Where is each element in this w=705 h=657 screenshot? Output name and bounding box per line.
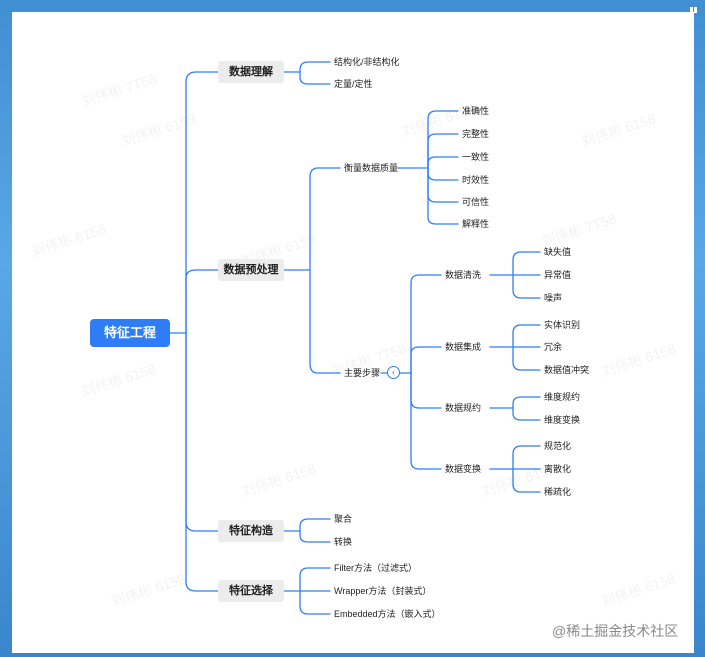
leaf-conflict[interactable]: 数据值冲突	[544, 365, 590, 375]
leaf-accuracy[interactable]: 准确性	[462, 106, 490, 116]
branch-feature-selection[interactable]: 特征选择	[218, 580, 284, 602]
leaf-credibility[interactable]: 可信性	[462, 197, 490, 207]
leaf-dim-reduction[interactable]: 维度规约	[544, 392, 581, 402]
leaf-entity[interactable]: 实体识别	[544, 320, 581, 330]
branch-data-preprocessing[interactable]: 数据预处理	[218, 259, 284, 281]
leaf-discretization[interactable]: 离散化	[544, 464, 572, 474]
node-reduction[interactable]: 数据规约	[445, 403, 482, 413]
node-main-steps[interactable]: 主要步骤	[344, 368, 381, 378]
leaf-conversion[interactable]: 转换	[334, 537, 353, 547]
leaf-normalization[interactable]: 规范化	[544, 441, 572, 451]
leaf-dim-transform[interactable]: 维度变换	[544, 415, 581, 425]
leaf-completeness[interactable]: 完整性	[462, 129, 490, 139]
node-transform[interactable]: 数据变换	[445, 464, 482, 474]
footer-watermark: @稀土掘金技术社区	[552, 623, 679, 639]
leaf-wrapper[interactable]: Wrapper方法（封装式）	[334, 586, 432, 596]
leaf-missing[interactable]: 缺失值	[544, 247, 572, 257]
branch-data-understanding[interactable]: 数据理解	[218, 61, 284, 83]
node-integration[interactable]: 数据集成	[445, 342, 482, 352]
leaf-outlier[interactable]: 异常值	[544, 270, 572, 280]
leaf-consistency[interactable]: 一致性	[462, 152, 490, 162]
leaf-structured[interactable]: 结构化/非结构化	[334, 57, 400, 67]
branch-feature-construction[interactable]: 特征构造	[218, 520, 284, 542]
leaf-embedded[interactable]: Embedded方法（嵌入式）	[334, 609, 441, 619]
leaf-noise[interactable]: 噪声	[544, 293, 563, 303]
leaf-quantitative[interactable]: 定量/定性	[334, 79, 373, 89]
root-node[interactable]: 特征工程	[90, 319, 170, 347]
leaf-filter[interactable]: Filter方法（过滤式）	[334, 563, 417, 573]
leaf-timeliness[interactable]: 时效性	[462, 175, 490, 185]
chevron-left-icon[interactable]: ‹	[387, 366, 400, 379]
leaf-aggregation[interactable]: 聚合	[334, 514, 353, 524]
top-right-icon	[689, 0, 699, 13]
leaf-redundancy[interactable]: 冗余	[544, 342, 563, 352]
leaf-interpretability[interactable]: 解释性	[462, 219, 490, 229]
leaf-sparsification[interactable]: 稀疏化	[544, 487, 572, 497]
node-quality[interactable]: 衡量数据质量	[344, 163, 399, 173]
node-cleaning[interactable]: 数据清洗	[445, 270, 482, 280]
